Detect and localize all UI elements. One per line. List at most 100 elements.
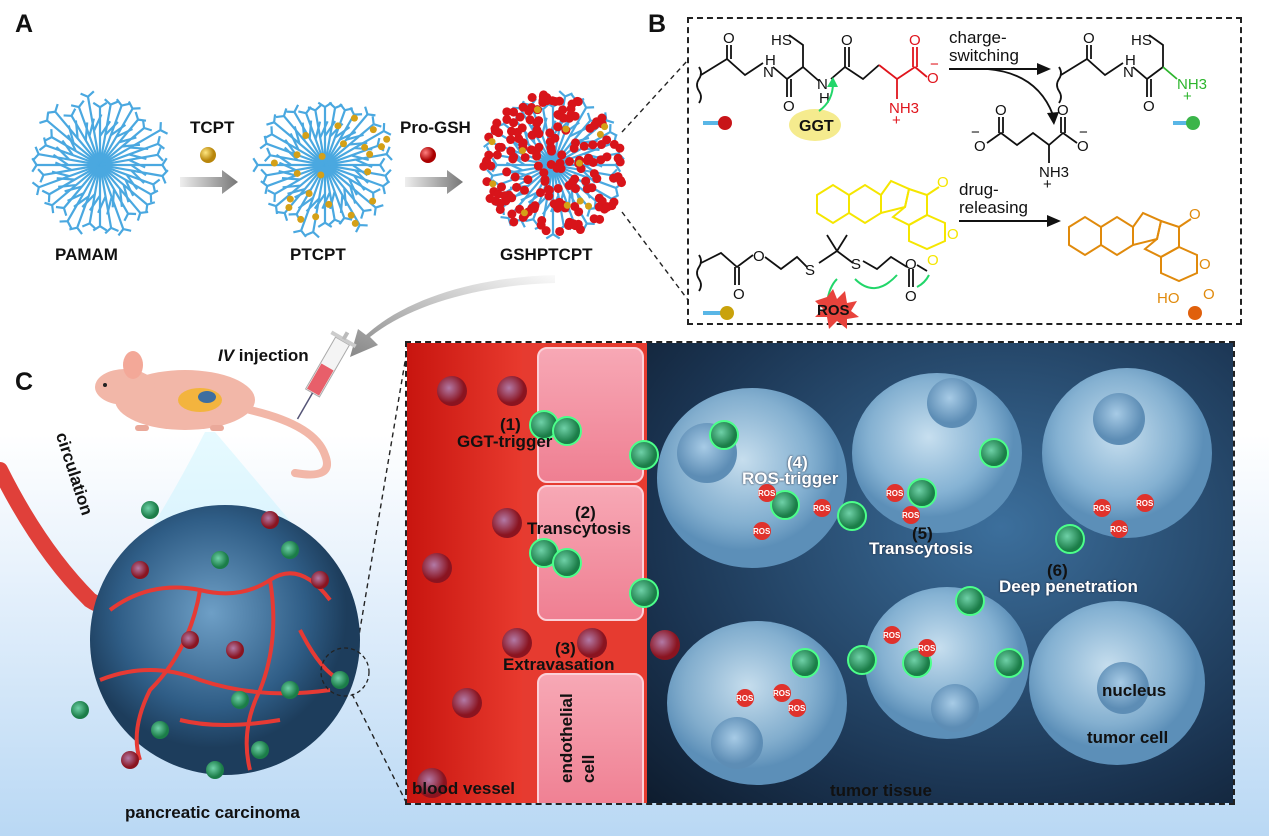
released-drug-camptothecin <box>1068 211 1198 283</box>
bead-red-icon <box>718 116 732 130</box>
drug-releasing-label-1: drug- <box>959 180 999 199</box>
bead <box>588 140 598 150</box>
green-nanoparticle <box>211 551 229 569</box>
bead <box>508 154 518 164</box>
tumor-cell <box>865 587 1029 739</box>
ros-burst-icon <box>883 626 901 644</box>
bead <box>549 199 559 209</box>
bead <box>566 110 576 120</box>
tumor-cell <box>1029 601 1205 765</box>
bead <box>534 142 544 152</box>
bead <box>553 122 563 132</box>
ros-burst-icon <box>773 684 791 702</box>
bead <box>293 169 301 177</box>
bead <box>507 209 517 219</box>
svg-text:O: O <box>1057 102 1069 119</box>
red-nanoparticle <box>181 631 199 649</box>
green-nanoparticle <box>979 438 1009 468</box>
bead <box>383 135 391 143</box>
green-nanoparticle <box>629 440 659 470</box>
bead <box>361 143 369 151</box>
svg-text:HS: HS <box>1131 32 1152 49</box>
bead <box>550 96 560 106</box>
ros-badge: ROS <box>886 489 904 498</box>
bead <box>509 107 519 117</box>
ros-badge: ROS <box>773 689 791 698</box>
bead <box>609 173 619 183</box>
green-nanoparticle <box>994 648 1024 678</box>
bead <box>526 145 536 155</box>
atom-nh3-red: NH3 <box>889 100 919 117</box>
bead <box>555 226 565 236</box>
ros-badge: ROS <box>883 631 901 640</box>
endothelial-label-1: endothelial <box>557 693 576 783</box>
arrow-ptcpt-to-gshptcpt <box>405 170 463 194</box>
ggt-enzyme-icon <box>789 109 841 141</box>
red-nanoparticle <box>502 628 532 658</box>
tumor-cell <box>1042 368 1212 538</box>
svg-text:−: − <box>971 124 980 141</box>
bead <box>286 195 294 203</box>
bead <box>502 107 512 117</box>
charge-switching-label-1: charge- <box>949 28 1007 47</box>
gshptcpt-dendrimer <box>479 90 626 240</box>
bead <box>562 125 570 133</box>
green-nanoparticle <box>552 416 582 446</box>
green-nanoparticle <box>907 478 937 508</box>
ros-burst-icon <box>1136 494 1154 512</box>
svg-text:+: + <box>892 112 901 129</box>
bead <box>589 169 599 179</box>
bead <box>557 150 567 160</box>
svg-text:O: O <box>1199 256 1211 273</box>
svg-text:NH3: NH3 <box>1039 164 1069 181</box>
bead <box>515 112 525 122</box>
ggt-label: GGT <box>799 118 834 135</box>
bead <box>536 188 546 198</box>
iv-injection-label: IV injection <box>218 346 309 365</box>
ros-badge: ROS <box>758 489 776 498</box>
pamam-dendrimer <box>31 90 169 237</box>
bead <box>602 202 612 212</box>
svg-text:O: O <box>783 98 795 115</box>
prodrug-camptothecin <box>816 179 946 251</box>
bead <box>601 123 609 131</box>
tcpt-bead <box>200 147 216 163</box>
bead-orange-icon <box>1188 306 1202 320</box>
pro-gsh-bead <box>420 147 436 163</box>
bead <box>325 200 333 208</box>
reagent-label-tcpt: TCPT <box>190 118 235 137</box>
svg-text:O: O <box>1077 138 1089 155</box>
svg-text:H: H <box>819 90 830 107</box>
mouse-illustration <box>95 351 331 479</box>
bead <box>293 151 301 159</box>
bead <box>575 225 585 235</box>
bead <box>347 211 355 219</box>
ros-burst-icon <box>788 699 806 717</box>
svg-text:H: H <box>1125 52 1136 69</box>
step-6-label: Deep penetration <box>999 577 1138 596</box>
bead <box>339 140 347 148</box>
bead <box>609 197 619 207</box>
bead <box>568 219 578 229</box>
bead <box>369 126 377 134</box>
syringe-icon <box>296 330 357 420</box>
bead <box>364 168 372 176</box>
svg-text:O: O <box>841 32 853 49</box>
svg-text:O: O <box>927 70 939 87</box>
green-nanoparticle <box>206 761 224 779</box>
ros-burst-icon <box>736 689 754 707</box>
step-5-number: (5) <box>912 524 933 543</box>
red-nanoparticle <box>422 553 452 583</box>
panel-c-letter: C <box>15 368 34 396</box>
bead <box>485 193 495 203</box>
ros-burst-icon <box>753 522 771 540</box>
bead <box>532 118 542 128</box>
step-1-label: GGT-trigger <box>457 432 553 451</box>
red-nanoparticle <box>261 511 279 529</box>
arrow-pamam-to-ptcpt <box>180 170 238 194</box>
bead <box>540 175 550 185</box>
bead <box>494 128 504 138</box>
bead <box>494 142 504 152</box>
bead-yellow-icon <box>720 306 734 320</box>
